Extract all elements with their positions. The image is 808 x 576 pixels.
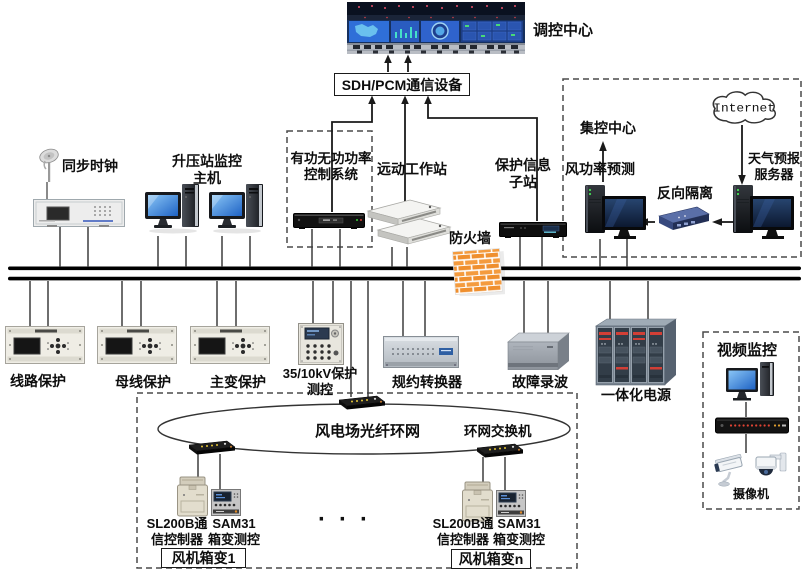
busbar-protection-device	[97, 326, 177, 369]
sl200b-label-1: SL200B通信控制器	[146, 516, 208, 547]
sl200b-device-n	[461, 481, 494, 528]
video-monitor-computer	[726, 362, 778, 409]
sam31-label-1: SAM31箱变测控	[207, 516, 260, 547]
sync-clock-device	[33, 199, 125, 232]
ring-switch-right	[475, 443, 525, 464]
camera-label: 摄像机	[733, 487, 770, 501]
gps-antenna-icon	[36, 147, 62, 190]
arrow-lines	[331, 59, 743, 223]
line-protection-label: 线路保护	[10, 373, 66, 389]
kv-protection-device	[298, 323, 344, 370]
ring-switch-top	[337, 395, 387, 416]
control-center-label: 调控中心	[533, 22, 594, 39]
protection-substation-label: 保护信息子站	[495, 157, 551, 191]
sam31-device-1	[211, 489, 241, 521]
protection-substation-rack-device	[499, 220, 567, 243]
booster-host-label: 升压站监控主机	[172, 153, 242, 187]
wind-power-forecast-label: 风功率预测	[565, 161, 635, 177]
line-protection-device	[5, 326, 85, 369]
video-monitor-dashed-box	[702, 331, 800, 510]
protocol-converter-label: 规约转换器	[392, 374, 462, 390]
turbine-box-1: 风机箱变1	[161, 548, 246, 568]
internet-cloud: Internet	[705, 89, 781, 131]
connector-lines	[29, 182, 747, 492]
ellipsis-dots: ···	[318, 506, 381, 533]
video-monitor-label: 视频监控	[717, 342, 778, 359]
sl200b-device-1	[176, 476, 209, 523]
busbar-protection-label: 母线保护	[115, 374, 171, 390]
central-control-label: 集控中心	[580, 120, 636, 136]
agc-avc-label: 有功无功功率控制系统	[290, 151, 372, 183]
agc-avc-dashed-box	[286, 130, 373, 248]
control-room-photo	[347, 2, 525, 59]
remote-workstation-servers	[364, 198, 452, 253]
camera-icons	[714, 450, 788, 497]
integrated-power-cabinet	[593, 317, 679, 392]
wind-farm-dashed-box	[136, 392, 578, 569]
booster-host-workstation-1	[145, 183, 203, 240]
weather-server-computer	[731, 185, 795, 245]
fault-recorder-label: 故障录波	[512, 374, 568, 390]
video-recorder-device	[715, 415, 789, 441]
station-bus	[8, 266, 801, 281]
turbine-box-n: 风机箱变n	[451, 549, 531, 569]
ring-switch-left	[187, 440, 237, 461]
sdh-pcm-box: SDH/PCM通信设备	[334, 73, 470, 96]
forecast-dashed-box	[562, 78, 802, 258]
booster-host-workstation-2	[209, 183, 267, 240]
kv-protection-label: 35/10kV保护测控	[282, 366, 358, 397]
reverse-isolation-device	[655, 206, 711, 241]
fiber-ring-label: 风电场光纤环网	[315, 423, 421, 440]
remote-workstation-label: 远动工作站	[377, 161, 447, 177]
firewall-icon	[451, 248, 507, 301]
wind-power-forecast-computer	[583, 185, 647, 245]
ring-switch-label: 环网交换机	[464, 424, 532, 439]
sam31-device-n	[496, 490, 526, 522]
fault-recorder-device	[505, 332, 572, 375]
agc-avc-rack-device	[293, 210, 365, 234]
internet-label: Internet	[713, 102, 775, 115]
sync-clock-label: 同步时钟	[62, 158, 118, 174]
integrated-power-label: 一体化电源	[601, 387, 671, 403]
firewall-label: 防火墙	[449, 230, 491, 246]
sam31-label-n: SAM31箱变测控	[492, 516, 545, 547]
weather-server-label: 天气预报服务器	[747, 151, 800, 182]
main-transformer-protection-device	[190, 326, 270, 369]
main-transformer-protection-label: 主变保护	[210, 374, 266, 390]
protocol-converter-device	[383, 336, 459, 373]
sl200b-label-n: SL200B通信控制器	[432, 516, 494, 547]
reverse-isolation-label: 反向隔离	[657, 185, 713, 201]
